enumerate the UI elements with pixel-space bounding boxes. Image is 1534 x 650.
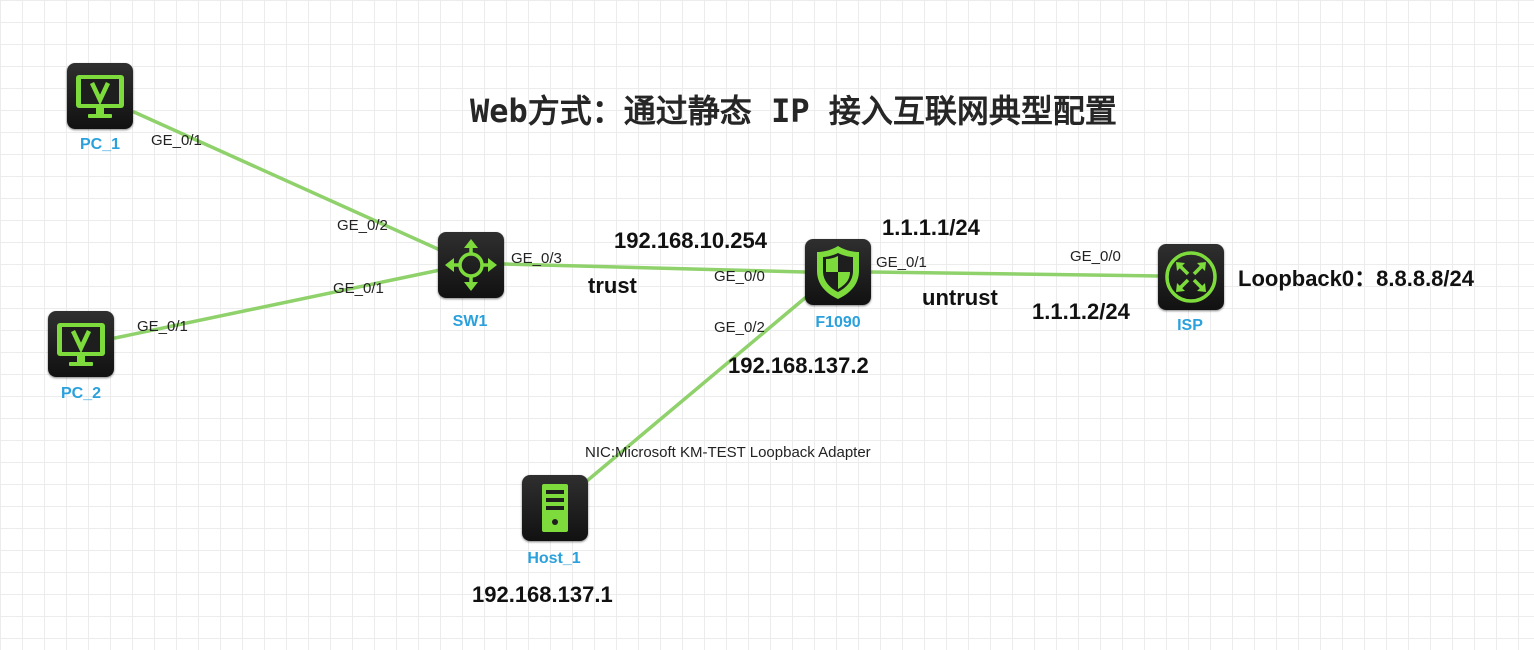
firewall-device[interactable] <box>805 239 871 305</box>
fw-port-sw1: GE_0/0 <box>714 268 765 285</box>
link-pc1-sw1[interactable] <box>132 110 442 252</box>
pc1-device[interactable] <box>67 63 133 129</box>
host-ip: 192.168.137.1 <box>472 582 613 607</box>
sw1-port-pc1: GE_0/2 <box>337 217 388 234</box>
link-pc2-sw1[interactable] <box>113 268 442 340</box>
monitor-icon <box>76 75 124 118</box>
isp-side-ip: 1.1.1.2/24 <box>1032 299 1130 324</box>
pc2-label: PC_2 <box>60 385 102 402</box>
isp-device[interactable] <box>1158 244 1224 310</box>
link-sw1-fw[interactable] <box>502 262 807 274</box>
host-nic-label: NIC:Microsoft KM-TEST Loopback Adapter <box>585 444 871 461</box>
host-label: Host_1 <box>527 550 581 567</box>
pc2-device[interactable] <box>48 311 114 377</box>
zone-trust: trust <box>588 273 637 298</box>
sw1-label: SW1 <box>452 313 488 330</box>
link-fw-host[interactable] <box>586 296 807 482</box>
router-icon <box>1165 251 1217 303</box>
sw1-device[interactable] <box>438 232 504 298</box>
sw1-port-pc2: GE_0/1 <box>333 280 384 297</box>
zone-untrust: untrust <box>922 285 998 310</box>
pc2-port-label: GE_0/1 <box>137 318 188 335</box>
fw-outside-ip: 1.1.1.1/24 <box>882 215 980 240</box>
pc1-label: PC_1 <box>79 136 121 153</box>
server-icon <box>542 484 568 532</box>
pc1-port-label: GE_0/1 <box>151 132 202 149</box>
isp-port-fw: GE_0/0 <box>1070 248 1121 265</box>
host-device[interactable] <box>522 475 588 541</box>
fw-inside-ip: 192.168.10.254 <box>614 228 767 253</box>
isp-loopback-ip: Loopback0：8.8.8.8/24 <box>1238 266 1474 291</box>
fw-port-isp: GE_0/1 <box>876 254 927 271</box>
fw-host-side-ip: 192.168.137.2 <box>728 353 869 378</box>
fw-port-host: GE_0/2 <box>714 319 765 336</box>
diagram-title: Web方式：通过静态 IP 接入互联网典型配置 <box>470 92 1117 130</box>
sw1-port-fw: GE_0/3 <box>511 250 562 267</box>
shield-icon <box>817 246 859 299</box>
isp-label: ISP <box>1177 317 1203 334</box>
firewall-label: F1090 <box>815 314 861 331</box>
monitor-icon <box>57 323 105 366</box>
link-fw-isp[interactable] <box>868 270 1160 278</box>
switch-arrows-icon <box>445 239 497 291</box>
